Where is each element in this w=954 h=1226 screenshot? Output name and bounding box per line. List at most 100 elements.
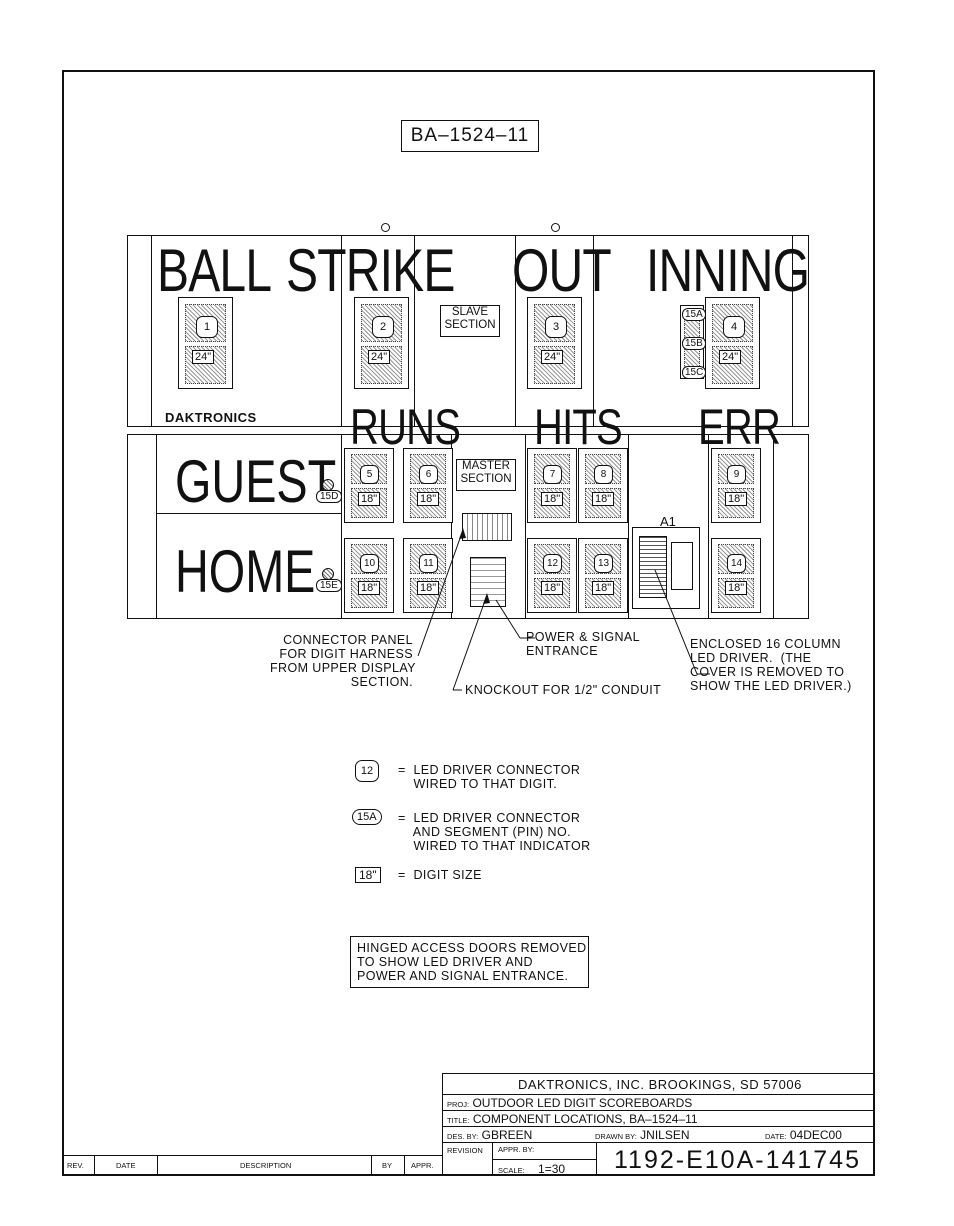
connector-2-icon: 2 (372, 316, 394, 338)
access-doors-note: HINGED ACCESS DOORS REMOVED TO SHOW LED … (350, 936, 589, 988)
title-value: COMPONENT LOCATIONS, BA–1524–11 (472, 1112, 698, 1126)
connector-15b-icon: 15B (682, 337, 706, 350)
project-row: PROJ: OUTDOOR LED DIGIT SCOREBOARDS (447, 1096, 692, 1110)
description-header: DESCRIPTION (240, 1161, 292, 1170)
connector-1-icon: 1 (196, 316, 218, 338)
designer-row: DES. BY: GBREEN (447, 1128, 532, 1142)
drawn-row: DRAWN BY: JNILSEN (595, 1128, 690, 1142)
connector-11-icon: 11 (419, 554, 438, 573)
title-block (442, 1073, 875, 1176)
drawing-number: 1192-E10A-141745 (614, 1146, 861, 1174)
designer-label: DES. BY: (447, 1132, 479, 1141)
model-tag: BA–1524–11 (401, 120, 539, 152)
digit-size-24: 24" (368, 350, 391, 364)
connector-15d-icon: 15D (316, 490, 343, 503)
rev-header: REV. (67, 1161, 84, 1170)
legend-segment-connector-text: = LED DRIVER CONNECTOR AND SEGMENT (PIN)… (398, 811, 591, 853)
home-label: HOME (175, 538, 316, 605)
legend-digit-size-text: = DIGIT SIZE (398, 868, 482, 882)
legend-digit-size-icon: 18" (355, 867, 381, 883)
power-signal-callout: POWER & SIGNAL ENTRANCE (526, 630, 640, 658)
company-name: DAKTRONICS, INC. BROOKINGS, SD 57006 (518, 1077, 802, 1092)
digit-size-18: 18" (541, 581, 564, 595)
digit-1 (178, 297, 233, 389)
project-value: OUTDOOR LED DIGIT SCOREBOARDS (472, 1096, 693, 1110)
led-driver-callout: ENCLOSED 16 COLUMN LED DRIVER. (THE COVE… (690, 637, 852, 693)
date-header: DATE (116, 1161, 136, 1170)
inning-label: INNING (646, 237, 810, 304)
by-header: BY (382, 1161, 393, 1170)
digit-size-24: 24" (719, 350, 742, 364)
digit-2 (354, 297, 409, 389)
lifting-eye-icon (551, 223, 560, 232)
hits-label: HITS (534, 399, 623, 455)
title-label: TITLE: (447, 1116, 470, 1125)
digit-3 (527, 297, 582, 389)
connector-4-icon: 4 (723, 316, 745, 338)
digit-size-18: 18" (417, 492, 440, 506)
legend-segment-connector-icon: 15A (352, 809, 382, 825)
connector-12-icon: 12 (543, 554, 562, 573)
scale-value: 1=30 (538, 1162, 566, 1176)
led-driver-enclosure (632, 527, 700, 609)
drawn-label: DRAWN BY: (595, 1132, 637, 1141)
slave-section-label: SLAVE SECTION (440, 305, 500, 337)
strike-label: STRIKE (286, 237, 455, 304)
lower-display-section (127, 434, 809, 619)
connector-panel-callout: CONNECTOR PANEL FOR DIGIT HARNESS FROM U… (270, 633, 416, 689)
connector-7-icon: 7 (543, 465, 562, 484)
upper-display-section (127, 235, 809, 427)
digit-size-24: 24" (192, 350, 215, 364)
connector-13-icon: 13 (594, 554, 613, 573)
knockout-callout: KNOCKOUT FOR 1/2" CONDUIT (465, 683, 662, 697)
legend-digit-connector-text: = LED DRIVER CONNECTOR WIRED TO THAT DIG… (398, 763, 581, 791)
lifting-eye-icon (381, 223, 390, 232)
connector-10-icon: 10 (360, 554, 379, 573)
ball-label: BALL (157, 237, 272, 304)
guest-label: GUEST (175, 448, 337, 515)
digit-size-18: 18" (725, 492, 748, 506)
connector-9-icon: 9 (727, 465, 746, 484)
digit-11 (403, 538, 453, 613)
legend-digit-connector-icon: 12 (355, 760, 379, 782)
designer-value: GBREEN (481, 1128, 533, 1142)
daktronics-brand: DAKTRONICS (165, 410, 257, 425)
runs-label: RUNS (350, 399, 461, 455)
digit-size-18: 18" (417, 581, 440, 595)
approved-label: APPR. BY: (498, 1145, 535, 1154)
scale-label: SCALE: (498, 1166, 525, 1175)
out-label: OUT (512, 237, 612, 304)
master-section-label: MASTER SECTION (456, 459, 516, 491)
connector-5-icon: 5 (360, 465, 379, 484)
drawn-value: JNILSEN (640, 1128, 690, 1142)
digit-size-24: 24" (541, 350, 564, 364)
digit-size-18: 18" (358, 492, 381, 506)
connector-8-icon: 8 (594, 465, 613, 484)
digit-8 (578, 448, 628, 523)
connector-15c-icon: 15C (682, 366, 707, 379)
title-row: TITLE: COMPONENT LOCATIONS, BA–1524–11 (447, 1112, 698, 1126)
digit-14 (711, 538, 761, 613)
digit-size-18: 18" (725, 581, 748, 595)
appr-header: APPR. (411, 1161, 434, 1170)
revision-label: REVISION (447, 1146, 483, 1155)
err-label: ERR (698, 399, 781, 455)
date-label: DATE: (765, 1132, 787, 1141)
connector-15a-icon: 15A (682, 308, 706, 321)
digit-size-18: 18" (358, 581, 381, 595)
digit-12 (527, 538, 577, 613)
connector-3-icon: 3 (545, 316, 567, 338)
digit-size-18: 18" (541, 492, 564, 506)
date-value: 04DEC00 (789, 1128, 842, 1142)
a1-label: A1 (660, 514, 676, 529)
project-label: PROJ: (447, 1100, 470, 1109)
digit-9 (711, 448, 761, 523)
connector-15e-icon: 15E (316, 579, 342, 592)
connector-14-icon: 14 (727, 554, 746, 573)
scale-row: SCALE: 1=30 (498, 1162, 565, 1176)
connector-6-icon: 6 (419, 465, 438, 484)
connector-panel (462, 513, 512, 541)
digit-size-18: 18" (592, 492, 615, 506)
date-row: DATE: 04DEC00 (765, 1128, 842, 1142)
